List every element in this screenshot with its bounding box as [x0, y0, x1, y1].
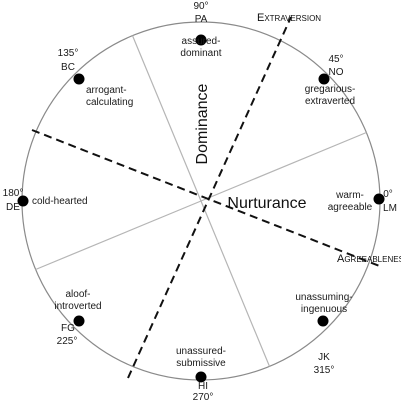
- octant-hi: 270°HI unassured-submissive: [176, 346, 226, 403]
- octant-dot: [73, 73, 85, 85]
- octant-fg: 225° FG aloof-introverted: [54, 289, 101, 347]
- octant-description: extraverted: [305, 96, 355, 107]
- octant-lm: 0° LM warm-agreeable: [328, 189, 397, 214]
- octant-dot: [73, 315, 85, 327]
- extraversion-axis: [127, 16, 292, 379]
- octant-angle: 135°: [58, 48, 79, 59]
- octant-description: agreeable: [328, 202, 373, 213]
- agreeableness-label: Agreeableness: [337, 253, 401, 265]
- octant-dot: [373, 193, 385, 205]
- extraversion-label: Extraversion: [257, 12, 321, 24]
- octant-angle: 315°: [314, 365, 335, 376]
- octant-description: unassuming-: [295, 292, 352, 303]
- octant-description: dominant: [180, 48, 221, 59]
- octant-description: gregarious-: [305, 84, 356, 95]
- octant-description: calculating: [86, 97, 133, 108]
- agreeableness-axis: [31, 129, 383, 268]
- divider-line: [200, 131, 367, 202]
- octant-angle: 225°: [57, 336, 78, 347]
- octant-description: introverted: [54, 301, 101, 312]
- octant-description: aloof-: [65, 289, 90, 300]
- dominance-label: Dominance: [194, 83, 211, 164]
- octant-angle: 0°: [383, 189, 393, 200]
- octant-code: FG: [61, 323, 75, 334]
- octant-dot: [318, 73, 330, 85]
- octant-description: submissive: [176, 358, 226, 369]
- octant-de: 180° DE cold-hearted: [3, 188, 88, 213]
- octant-description: warm-: [335, 190, 364, 201]
- octant-dot: [195, 371, 207, 383]
- octant-dividers: [35, 35, 367, 367]
- divider-line: [200, 200, 271, 367]
- octant-no: 45° NO gregarious-extraverted: [305, 54, 356, 107]
- octant-dot: [317, 315, 329, 327]
- octant-angle: 180°: [3, 188, 24, 199]
- divider-line: [35, 200, 202, 271]
- octant-code: LM: [383, 203, 397, 214]
- octant-jk: 315° JK unassuming-ingenuous: [295, 292, 352, 376]
- octant-description: cold-hearted: [32, 196, 88, 207]
- octant-code: JK: [318, 352, 330, 363]
- octant-dot: [17, 195, 29, 207]
- nurturance-label: Nurturance: [227, 195, 306, 212]
- octant-description: arrogant-: [86, 85, 127, 96]
- octant-description: ingenuous: [301, 304, 347, 315]
- octant-code: DE: [6, 202, 20, 213]
- octant-layer: 90° PA assured-dominant 45° NO gregarious-ext…: [3, 1, 397, 403]
- octant-angle: 270°: [193, 392, 214, 403]
- octant-code: BC: [61, 62, 75, 73]
- octant-dot: [195, 34, 207, 46]
- octant-angle: 45°: [328, 54, 343, 65]
- octant-code: NO: [329, 67, 344, 78]
- octant-description: unassured-: [176, 346, 226, 357]
- octant-angle: 90°: [193, 1, 208, 12]
- octant-bc: 135° BC arrogant-calculating: [58, 48, 134, 108]
- divider-line: [131, 35, 202, 202]
- octant-code: PA: [195, 14, 208, 25]
- octant-pa: 90° PA assured-dominant: [180, 1, 221, 59]
- octant-code: HI: [198, 381, 208, 392]
- octant-description: assured-: [182, 36, 221, 47]
